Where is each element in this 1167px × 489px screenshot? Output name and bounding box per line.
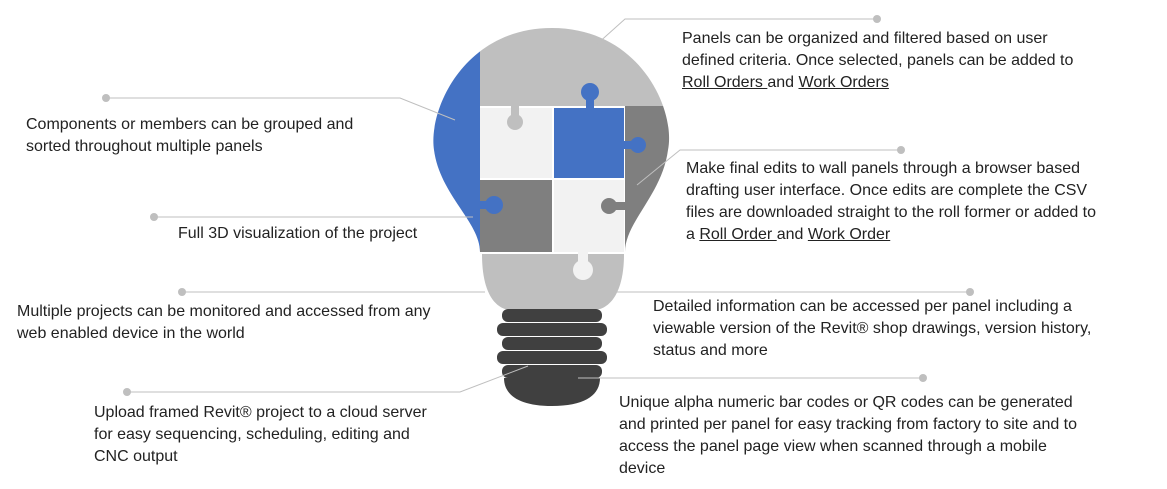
callout-text-line: CNC output bbox=[94, 448, 178, 465]
connector-lines bbox=[106, 18, 970, 393]
bulb-glass bbox=[433, 28, 670, 252]
callout-panels-organized: Panels can be organized and filtered bas… bbox=[682, 28, 1073, 94]
callout-multi-projects: Multiple projects can be monitored and a… bbox=[17, 301, 431, 345]
puzzle-piece-bottom-right bbox=[554, 180, 624, 252]
puzzle-piece-blue bbox=[554, 108, 624, 178]
callout-text-line: device bbox=[619, 460, 666, 477]
top-gray-puzzle-piece bbox=[480, 28, 670, 106]
callout-bar-codes: Unique alpha numeric bar codes or QR cod… bbox=[619, 392, 1077, 480]
callout-text-line: Components or members can be grouped and bbox=[26, 116, 354, 133]
callout-text-line: web enabled device in the world bbox=[17, 325, 245, 342]
callout-text-line: access the panel page view when scanned … bbox=[619, 438, 1047, 455]
puzzle-piece-dark bbox=[480, 180, 552, 252]
roll-order-link[interactable]: Roll Order bbox=[699, 226, 777, 243]
bulb-base bbox=[497, 309, 607, 406]
callout-upload: Upload framed Revit® project to a cloud … bbox=[94, 402, 427, 468]
callout-text-line: Make final edits to wall panels through … bbox=[686, 160, 1080, 177]
right-dark-segment bbox=[625, 106, 670, 252]
callout-text-line: Roll Orders and Work Orders bbox=[682, 72, 1073, 94]
callout-detailed-info: Detailed information can be accessed per… bbox=[653, 296, 1091, 362]
callout-text-connector: and bbox=[776, 226, 808, 243]
connector-dots bbox=[102, 15, 974, 396]
roll-orders-link[interactable]: Roll Orders bbox=[682, 74, 768, 91]
callout-text-connector: and bbox=[767, 74, 799, 91]
callout-text-line: Panels can be organized and filtered bas… bbox=[682, 30, 1048, 47]
callout-text-line: Detailed information can be accessed per… bbox=[653, 298, 1072, 315]
callout-text-line: a Roll Order and Work Order bbox=[686, 224, 1096, 246]
work-order-link[interactable]: Work Order bbox=[807, 226, 891, 243]
callout-components: Components or members can be grouped and… bbox=[26, 114, 353, 158]
callout-text-line: Upload framed Revit® project to a cloud … bbox=[94, 404, 427, 421]
callout-text-line: status and more bbox=[653, 342, 768, 359]
callout-text-line: sorted throughout multiple panels bbox=[26, 138, 263, 155]
callout-text-line: files are downloaded straight to the rol… bbox=[686, 204, 1097, 221]
callout-text-line: for easy sequencing, scheduling, editing… bbox=[94, 426, 410, 443]
callout-text-line: defined criteria. Once selected, panels … bbox=[682, 52, 1074, 69]
callout-text-line: viewable version of the Revit® shop draw… bbox=[653, 320, 1092, 337]
callout-visualization: Full 3D visualization of the project bbox=[178, 223, 417, 245]
work-orders-link[interactable]: Work Orders bbox=[798, 74, 889, 91]
callout-final-edits: Make final edits to wall panels through … bbox=[686, 158, 1096, 246]
callout-text-prefix: a bbox=[686, 226, 700, 243]
callout-text-line: and printed per panel for easy tracking … bbox=[619, 416, 1078, 433]
blue-left-segment bbox=[433, 28, 480, 252]
callout-text-line: Multiple projects can be monitored and a… bbox=[17, 303, 431, 320]
callout-text-line: Unique alpha numeric bar codes or QR cod… bbox=[619, 394, 1073, 411]
callout-text-line: drafting user interface. Once edits are … bbox=[686, 182, 1088, 199]
callout-text-line: Full 3D visualization of the project bbox=[178, 225, 418, 242]
bulb-neck bbox=[482, 254, 624, 309]
